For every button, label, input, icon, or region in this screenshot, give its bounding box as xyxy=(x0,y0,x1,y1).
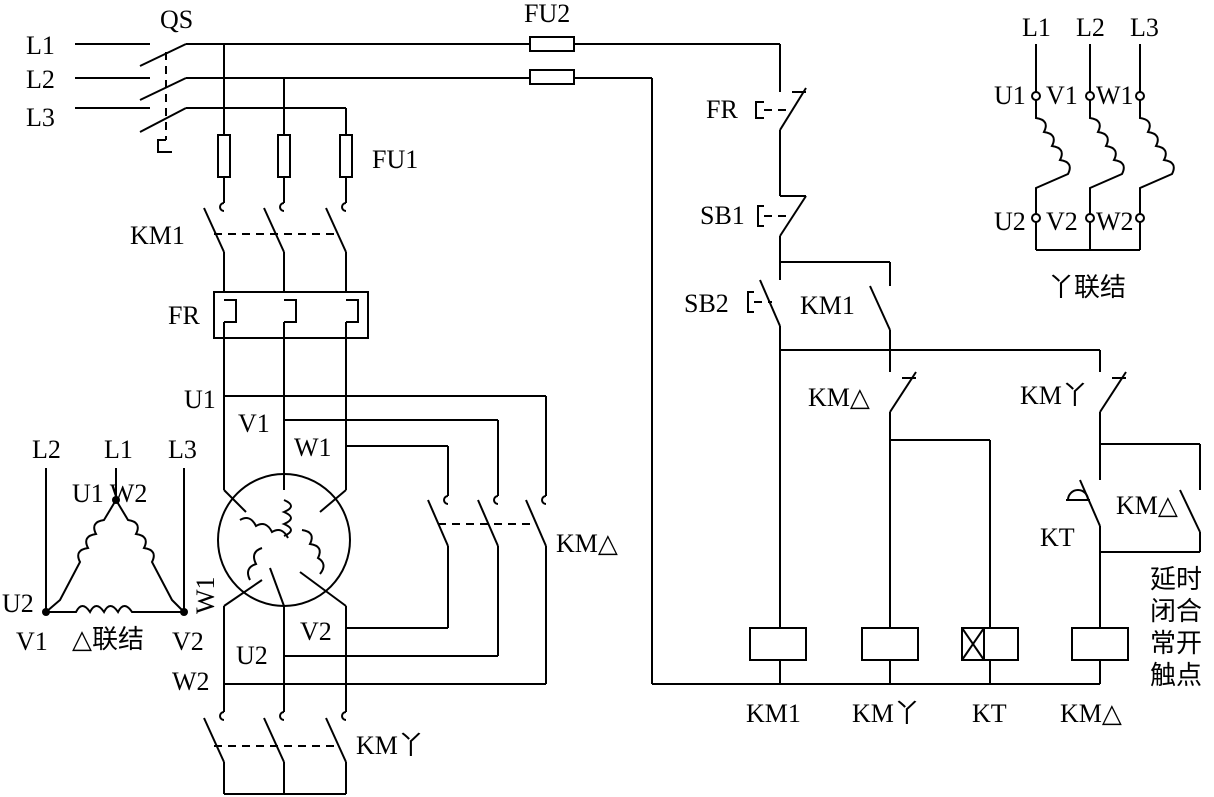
label-fu2: FU2 xyxy=(524,0,570,28)
fu1-fuses xyxy=(217,134,353,203)
label-qs: QS xyxy=(160,5,193,34)
label-km-delta-nc: KM△ xyxy=(808,383,870,412)
star-label-u2: U2 xyxy=(994,207,1026,236)
delta-label-l1: L1 xyxy=(104,435,133,464)
kt-delayed-contact xyxy=(1066,444,1101,628)
coil-label-km-star: KM丫 xyxy=(852,699,920,728)
label-u2: U2 xyxy=(236,641,268,670)
label-v2: V2 xyxy=(300,617,332,646)
qs-switch xyxy=(139,43,187,153)
label-km-delta-main: KM△ xyxy=(556,529,618,558)
label-sb2: SB2 xyxy=(684,289,729,318)
km1-main-contacts xyxy=(203,202,347,292)
fr-thermal-relay xyxy=(213,291,369,490)
note-line-4: 触点 xyxy=(1150,661,1202,691)
bus-lines xyxy=(186,43,530,135)
label-km-delta-self: KM△ xyxy=(1116,491,1178,520)
label-km-star-nc: KM丫 xyxy=(1020,381,1088,410)
coil-km-delta xyxy=(1071,627,1129,661)
star-label-l2: L2 xyxy=(1076,13,1105,42)
delay-contact-note: 延时 闭合 常开 触点 xyxy=(1150,565,1202,691)
coil-label-km-delta: KM△ xyxy=(1060,699,1122,728)
delta-wiring xyxy=(224,395,547,496)
fu2-fuses xyxy=(529,36,780,684)
delta-connection-label: △联结 xyxy=(72,625,144,655)
delta-label-l2: L2 xyxy=(32,435,61,464)
motor xyxy=(217,473,351,607)
sb1-stop-button xyxy=(757,195,891,286)
km-delta-self-hold xyxy=(1100,489,1201,553)
coil-kt xyxy=(961,627,1019,661)
label-fr-control: FR xyxy=(706,95,738,124)
supply-lines xyxy=(75,43,150,109)
label-sb1: SB1 xyxy=(700,201,745,230)
label-l1: L1 xyxy=(26,31,55,60)
note-line-3: 常开 xyxy=(1150,629,1202,659)
star-label-v2: V2 xyxy=(1046,207,1078,236)
star-label-v1: V1 xyxy=(1046,81,1078,110)
delta-label-u1w2: U1 W2 xyxy=(72,479,147,508)
km-delta-main-contacts xyxy=(427,495,547,684)
label-kt-contact: KT xyxy=(1040,523,1075,552)
star-connection-label: 丫联结 xyxy=(1048,273,1126,303)
star-label-u1: U1 xyxy=(994,81,1026,110)
coils xyxy=(652,627,1129,685)
label-km1-aux: KM1 xyxy=(800,291,855,320)
km1-aux-contact xyxy=(869,285,891,350)
star-label-w1: W1 xyxy=(1096,81,1134,110)
coil-label-km1: KM1 xyxy=(746,699,801,728)
coil-km1 xyxy=(749,627,807,661)
label-v1: V1 xyxy=(238,409,270,438)
km-delta-nc-interlock xyxy=(889,350,991,628)
km-star-nc-interlock xyxy=(1099,350,1201,490)
star-label-w2: W2 xyxy=(1096,207,1134,236)
label-fr-main: FR xyxy=(168,301,200,330)
star-wiring xyxy=(223,606,546,712)
label-fu1: FU1 xyxy=(372,145,418,174)
star-connection-inset: L1 L2 L3 U1 V1 W1 U2 V2 W2 丫联结 xyxy=(994,13,1175,303)
delta-label-w1: W1 xyxy=(191,576,220,614)
delta-connection-inset: L2 L1 L3 U1 W2 U2 V1 V2 W1 △联结 xyxy=(2,435,220,656)
label-w1: W1 xyxy=(294,433,332,462)
coil-label-kt: KT xyxy=(972,699,1007,728)
coil-km-star xyxy=(861,627,919,661)
label-l3: L3 xyxy=(26,103,55,132)
label-w2: W2 xyxy=(172,667,210,696)
label-km1-main: KM1 xyxy=(130,221,185,250)
delta-label-l3: L3 xyxy=(168,435,197,464)
sb2-start-button xyxy=(747,262,781,628)
label-l2: L2 xyxy=(26,65,55,94)
note-line-2: 闭合 xyxy=(1150,597,1202,627)
delta-label-v2: V2 xyxy=(172,627,204,656)
label-km-star-main: KM丫 xyxy=(356,731,424,760)
fr-nc-contact xyxy=(755,44,807,196)
delta-label-u2: U2 xyxy=(2,589,34,618)
star-label-l3: L3 xyxy=(1130,13,1159,42)
km-star-main-contacts xyxy=(203,711,347,795)
star-label-l1: L1 xyxy=(1022,13,1051,42)
label-u1: U1 xyxy=(184,385,216,414)
note-line-1: 延时 xyxy=(1150,565,1202,595)
delta-label-v1: V1 xyxy=(16,627,48,656)
